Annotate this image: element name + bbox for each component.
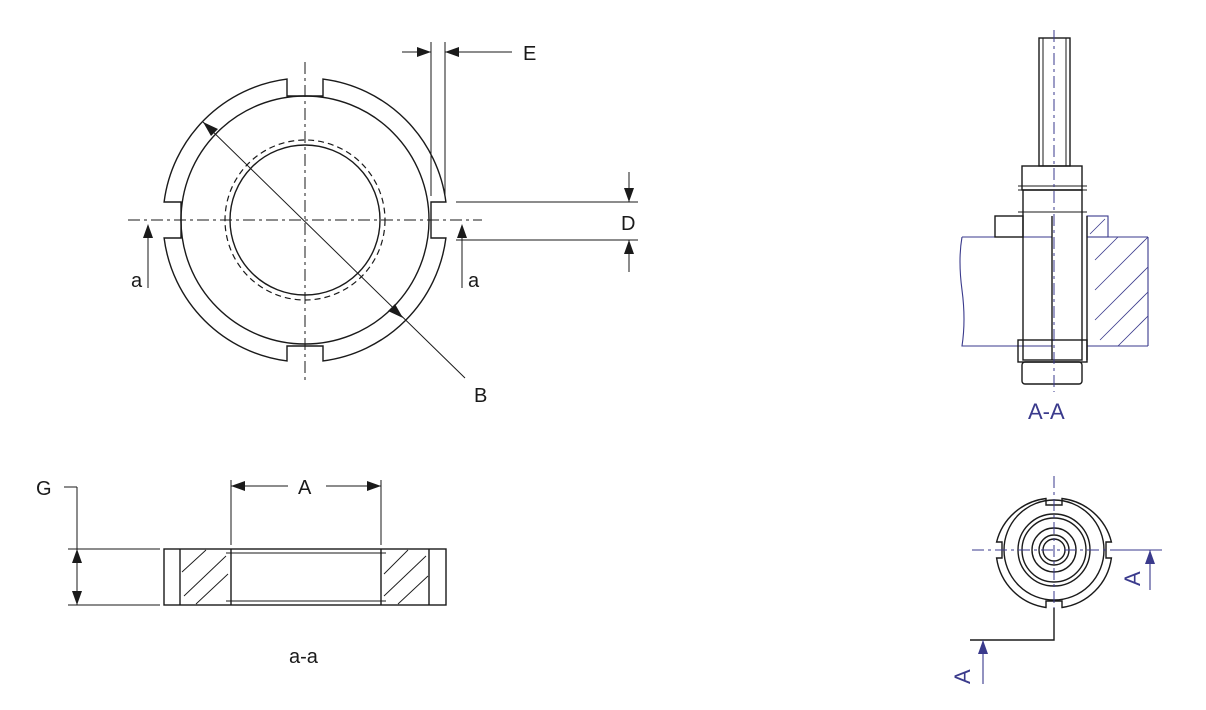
label-cut-A-right: A — [1120, 571, 1145, 586]
label-G: G — [36, 478, 52, 500]
section-marker-a-right: a — [457, 224, 480, 292]
label-a-right: a — [468, 270, 480, 292]
label-E: E — [523, 43, 536, 65]
dimension-E: E — [402, 42, 536, 196]
label-B: B — [474, 385, 487, 407]
section-a-a-view: A G a-a — [36, 477, 447, 668]
dimension-D: D — [456, 172, 638, 272]
dimension-B: B — [202, 121, 487, 407]
label-cut-A-bottom: A — [950, 669, 975, 684]
section-marker-a-left: a — [131, 224, 153, 292]
label-A-dimension: A — [298, 477, 312, 499]
section-A-A-view: A-A — [959, 30, 1149, 424]
label-section-a-a: a-a — [289, 646, 319, 668]
nut-front-view — [128, 62, 482, 382]
assembly-front-view: A A — [950, 476, 1162, 684]
label-a-left: a — [131, 270, 143, 292]
label-D: D — [621, 213, 635, 235]
label-section-A-A: A-A — [1028, 399, 1065, 424]
nut-outer-profile — [163, 78, 447, 362]
